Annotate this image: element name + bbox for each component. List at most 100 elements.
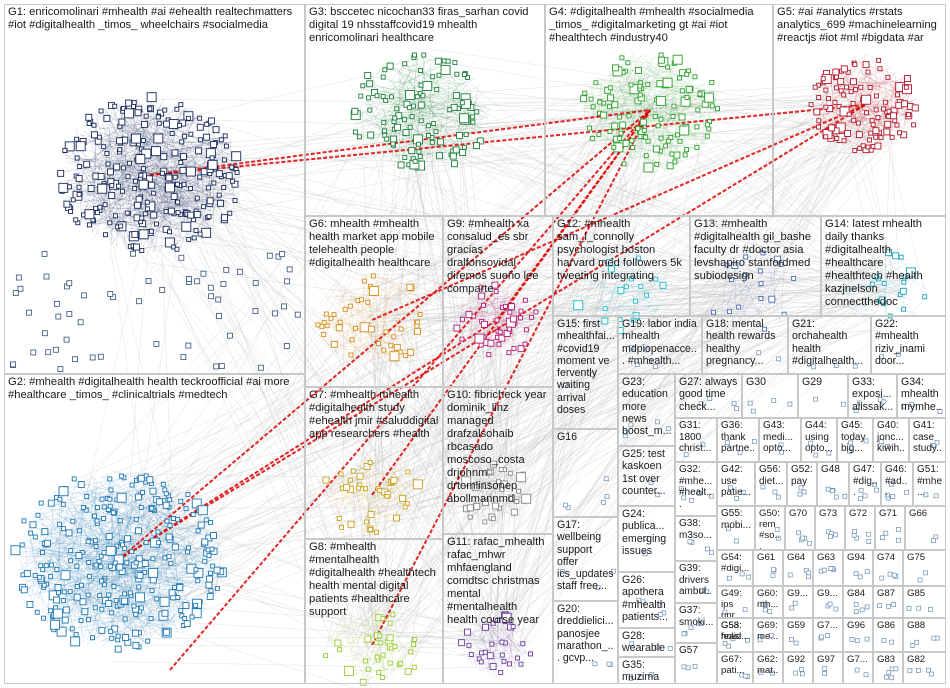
node[interactable] — [188, 185, 193, 191]
node[interactable] — [801, 489, 807, 495]
node[interactable] — [353, 325, 358, 331]
node[interactable] — [876, 57, 882, 63]
node[interactable] — [414, 323, 420, 329]
node[interactable] — [168, 561, 174, 566]
node[interactable] — [724, 262, 730, 268]
node[interactable] — [771, 398, 777, 403]
node[interactable] — [496, 341, 502, 347]
node[interactable] — [107, 476, 113, 482]
node[interactable] — [155, 114, 161, 120]
node[interactable] — [390, 135, 398, 143]
node[interactable] — [211, 180, 217, 186]
node[interactable] — [878, 296, 886, 304]
node[interactable] — [187, 211, 195, 219]
node[interactable] — [730, 636, 736, 642]
node[interactable] — [179, 139, 185, 145]
node[interactable] — [70, 197, 76, 203]
node[interactable] — [154, 596, 160, 602]
node[interactable] — [478, 292, 486, 300]
node[interactable] — [789, 605, 795, 611]
node[interactable] — [596, 131, 602, 137]
node[interactable] — [699, 588, 705, 593]
node[interactable] — [903, 84, 909, 90]
node[interactable] — [336, 516, 342, 521]
node[interactable] — [101, 550, 107, 555]
node[interactable] — [635, 255, 641, 261]
node[interactable] — [177, 122, 182, 128]
node[interactable] — [66, 184, 72, 190]
node[interactable] — [76, 184, 82, 190]
node[interactable] — [887, 313, 893, 319]
node[interactable] — [119, 188, 125, 194]
node[interactable] — [889, 134, 895, 140]
node[interactable] — [56, 626, 67, 637]
node[interactable] — [885, 74, 891, 80]
node[interactable] — [670, 114, 676, 119]
node[interactable] — [861, 94, 872, 105]
node[interactable] — [751, 439, 757, 444]
node[interactable] — [874, 487, 879, 493]
node[interactable] — [367, 511, 375, 519]
node[interactable] — [381, 347, 387, 353]
node[interactable] — [833, 532, 838, 538]
node[interactable] — [681, 664, 687, 670]
node[interactable] — [890, 494, 896, 499]
node[interactable] — [328, 315, 334, 321]
node[interactable] — [625, 60, 631, 66]
node[interactable] — [833, 363, 839, 368]
node[interactable] — [75, 552, 83, 559]
node[interactable] — [601, 317, 609, 325]
node[interactable] — [131, 133, 142, 144]
node[interactable] — [101, 504, 107, 510]
node[interactable] — [628, 422, 634, 428]
node[interactable] — [387, 660, 393, 666]
node[interactable] — [156, 498, 163, 506]
node[interactable] — [476, 137, 484, 145]
node[interactable] — [70, 518, 76, 524]
node[interactable] — [776, 356, 782, 362]
node[interactable] — [61, 616, 69, 624]
node[interactable] — [148, 616, 154, 621]
node[interactable] — [53, 596, 61, 604]
node[interactable] — [79, 582, 84, 588]
node[interactable] — [351, 107, 359, 115]
node[interactable] — [662, 77, 673, 88]
node[interactable] — [20, 586, 28, 594]
node[interactable] — [849, 637, 855, 642]
node[interactable] — [879, 575, 885, 581]
node[interactable] — [208, 520, 214, 526]
node[interactable] — [188, 131, 194, 137]
node[interactable] — [510, 624, 516, 630]
node[interactable] — [399, 494, 407, 502]
node[interactable] — [186, 276, 192, 282]
node[interactable] — [774, 527, 780, 532]
node[interactable] — [389, 94, 394, 100]
node[interactable] — [403, 353, 409, 358]
node[interactable] — [740, 490, 746, 495]
node[interactable] — [105, 161, 111, 167]
node[interactable] — [635, 126, 641, 131]
node[interactable] — [159, 596, 170, 607]
node[interactable] — [57, 366, 64, 372]
node[interactable] — [694, 144, 700, 150]
node[interactable] — [91, 513, 97, 519]
node[interactable] — [694, 124, 700, 130]
node[interactable] — [520, 641, 526, 647]
node[interactable] — [53, 300, 60, 307]
node[interactable] — [859, 607, 865, 613]
node[interactable] — [816, 95, 822, 100]
node[interactable] — [498, 334, 506, 342]
node[interactable] — [516, 488, 522, 494]
node[interactable] — [409, 114, 415, 120]
node[interactable] — [135, 493, 142, 501]
node[interactable] — [210, 563, 216, 569]
node[interactable] — [218, 363, 225, 369]
node[interactable] — [377, 633, 383, 639]
node[interactable] — [83, 507, 89, 513]
node[interactable] — [874, 274, 880, 280]
node[interactable] — [367, 107, 373, 113]
node[interactable] — [731, 262, 739, 269]
node[interactable] — [492, 502, 499, 510]
node[interactable] — [398, 660, 404, 666]
node[interactable] — [66, 280, 73, 287]
